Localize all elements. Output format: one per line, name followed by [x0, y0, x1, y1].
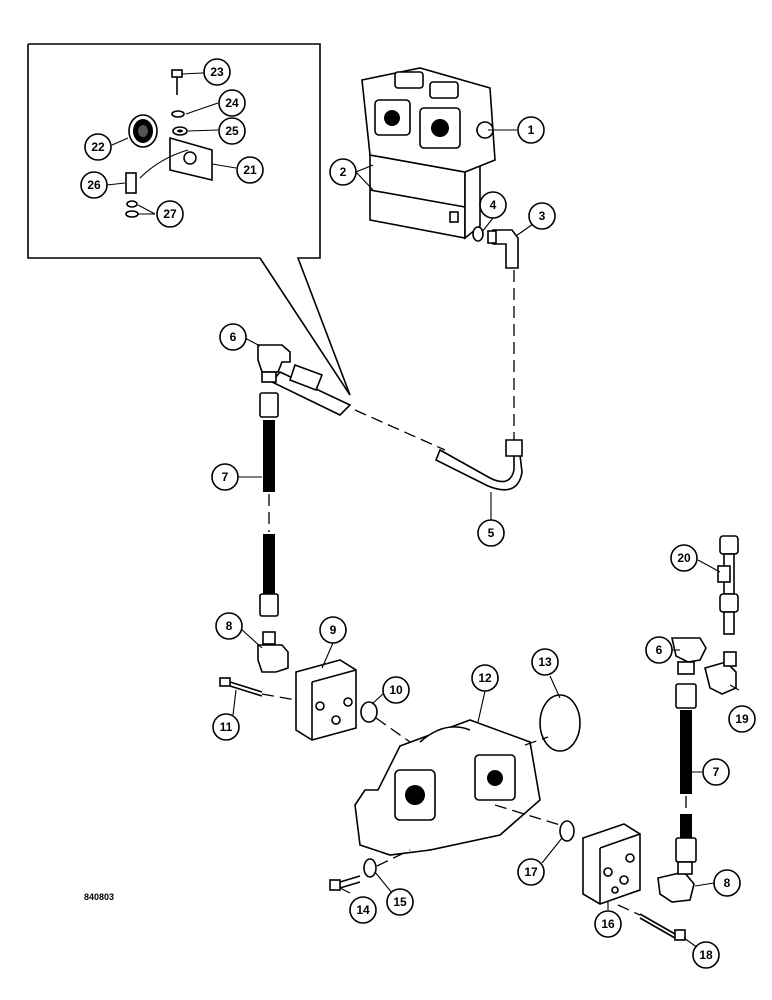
svg-text:27: 27	[163, 207, 177, 221]
svg-text:18: 18	[699, 948, 713, 962]
callout-18: 18	[692, 941, 720, 969]
svg-text:25: 25	[225, 124, 239, 138]
svg-text:7: 7	[713, 765, 720, 779]
svg-text:9: 9	[330, 623, 337, 637]
callout-5: 5	[477, 519, 505, 547]
callout-9: 9	[319, 616, 347, 644]
svg-text:12: 12	[478, 671, 492, 685]
svg-text:14: 14	[356, 903, 370, 917]
tube-assembly-5	[270, 270, 523, 491]
callout-1: 1	[517, 116, 545, 144]
o-ring-17	[559, 820, 575, 842]
callout-16: 16	[594, 910, 622, 938]
svg-text:26: 26	[87, 178, 101, 192]
detail-inset	[27, 43, 351, 396]
callout-12: 12	[471, 664, 499, 692]
svg-text:13: 13	[538, 655, 552, 669]
manifold-block-16	[582, 823, 641, 905]
callout-11: 11	[212, 713, 240, 741]
callout-14: 14	[349, 896, 377, 924]
callout-25: 25	[218, 117, 246, 145]
callout-17: 17	[517, 858, 545, 886]
elbow-fitting-3	[472, 226, 519, 269]
svg-text:5: 5	[488, 526, 495, 540]
svg-text:17: 17	[524, 865, 538, 879]
svg-text:19: 19	[735, 712, 749, 726]
svg-text:10: 10	[389, 683, 403, 697]
callout-3: 3	[528, 202, 556, 230]
callout-20: 20	[670, 544, 698, 572]
callout-21: 21	[236, 156, 264, 184]
o-ring-13	[539, 694, 581, 752]
right-hose-assembly	[657, 535, 739, 903]
callout-27: 27	[156, 200, 184, 228]
callout-2: 2	[329, 158, 357, 186]
svg-text:8: 8	[226, 619, 233, 633]
callout-bubbles: 1 2 3 4 5 6 7 8 9 10 11 12 13 14 15 16 1…	[80, 58, 756, 969]
svg-text:6: 6	[230, 330, 237, 344]
svg-text:3: 3	[539, 209, 546, 223]
callout-8-right: 8	[713, 869, 741, 897]
callout-7: 7	[211, 463, 239, 491]
svg-text:1: 1	[528, 123, 535, 137]
svg-text:22: 22	[91, 140, 105, 154]
callout-24: 24	[218, 89, 246, 117]
callout-8: 8	[215, 612, 243, 640]
callout-10: 10	[382, 676, 410, 704]
svg-text:8: 8	[724, 876, 731, 890]
callout-6: 6	[219, 323, 247, 351]
svg-text:16: 16	[601, 917, 615, 931]
callout-23: 23	[203, 58, 231, 86]
svg-text:23: 23	[210, 65, 224, 79]
svg-text:7: 7	[222, 470, 229, 484]
svg-text:21: 21	[243, 163, 257, 177]
callout-7-right: 7	[702, 758, 730, 786]
callout-4: 4	[479, 191, 507, 219]
callout-6-right: 6	[645, 636, 673, 664]
svg-text:24: 24	[225, 96, 239, 110]
bolt-18	[617, 904, 686, 941]
valve-assembly	[361, 67, 496, 240]
callout-13: 13	[531, 648, 559, 676]
pump-12	[354, 717, 549, 856]
callout-26: 26	[80, 171, 108, 199]
manifold-block-9	[219, 659, 378, 741]
left-hose-assembly	[257, 344, 291, 673]
svg-text:6: 6	[656, 643, 663, 657]
reference-code: 840803	[84, 892, 114, 902]
svg-text:2: 2	[340, 165, 347, 179]
callout-22: 22	[84, 133, 112, 161]
svg-text:4: 4	[490, 198, 497, 212]
svg-text:15: 15	[393, 895, 407, 909]
bolt-14	[329, 849, 411, 891]
callout-15: 15	[386, 888, 414, 916]
svg-text:20: 20	[677, 551, 691, 565]
svg-text:11: 11	[220, 720, 233, 734]
callout-19: 19	[728, 705, 756, 733]
